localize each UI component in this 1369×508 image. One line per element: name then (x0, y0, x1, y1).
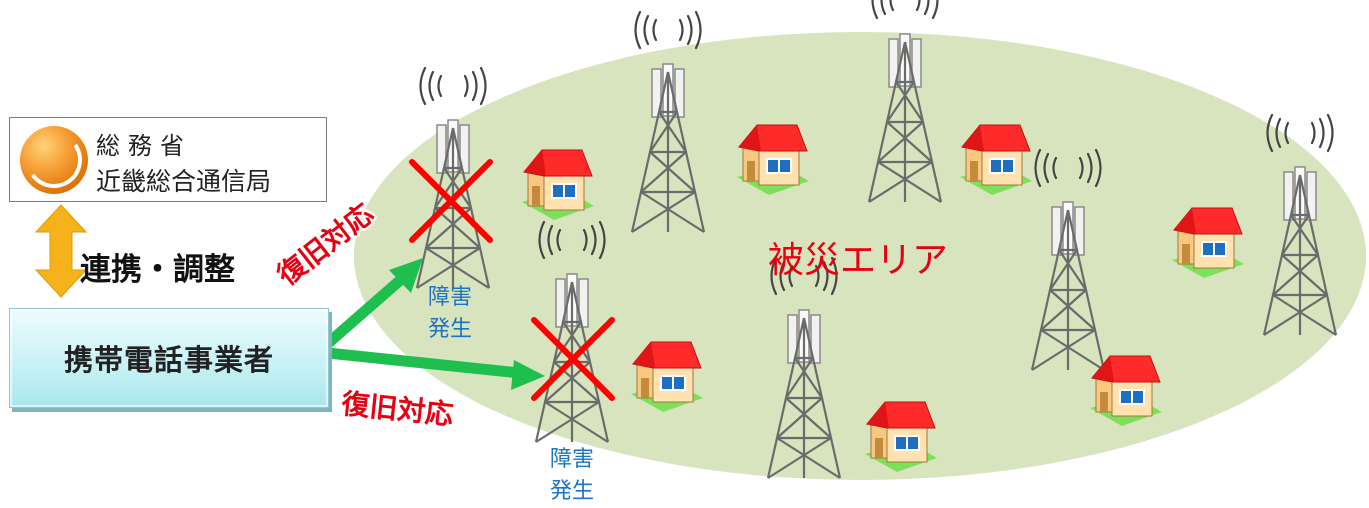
agency-name: 総務省 (96, 132, 192, 160)
disaster-area-label: 被災エリア (768, 240, 949, 281)
fault-x-icon (531, 317, 615, 401)
fault-label: 障害 発生 (549, 447, 594, 504)
agency-bureau: 近畿総合通信局 (96, 167, 272, 196)
carrier-box: 携帯電話事業者 (9, 308, 329, 408)
agency-box: 総務省 近畿総合通信局 (9, 117, 327, 202)
recovery-arrowhead (511, 360, 545, 390)
fault-x-icon (409, 159, 493, 243)
cooperation-label: 連携・調整 (80, 252, 235, 288)
fault-label: 障害 発生 (427, 285, 472, 342)
carrier-label: 携帯電話事業者 (63, 343, 274, 377)
recovery-arrowhead (389, 258, 423, 293)
agency-logo (20, 126, 88, 194)
recovery-arrow-icon (312, 270, 526, 379)
double-arrow-icon (34, 204, 88, 298)
